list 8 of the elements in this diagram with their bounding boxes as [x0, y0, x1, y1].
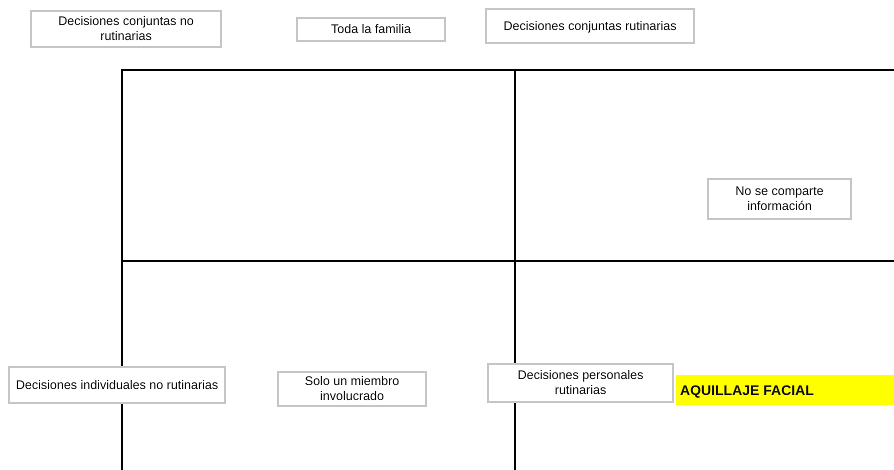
text-box: Toda la familia: [296, 17, 446, 42]
text-box: Decisiones individuales no rutinarias: [8, 366, 226, 404]
text-box: Decisiones personales rutinarias: [487, 363, 674, 403]
text-box: Decisiones conjuntas no rutinarias: [30, 10, 222, 48]
text-box: No se comparte información: [707, 178, 852, 220]
text-box: Decisiones conjuntas rutinarias: [485, 8, 695, 44]
text-box: Solo un miembro involucrado: [277, 371, 427, 407]
highlight-label: AQUILLAJE FACIAL: [676, 375, 894, 405]
